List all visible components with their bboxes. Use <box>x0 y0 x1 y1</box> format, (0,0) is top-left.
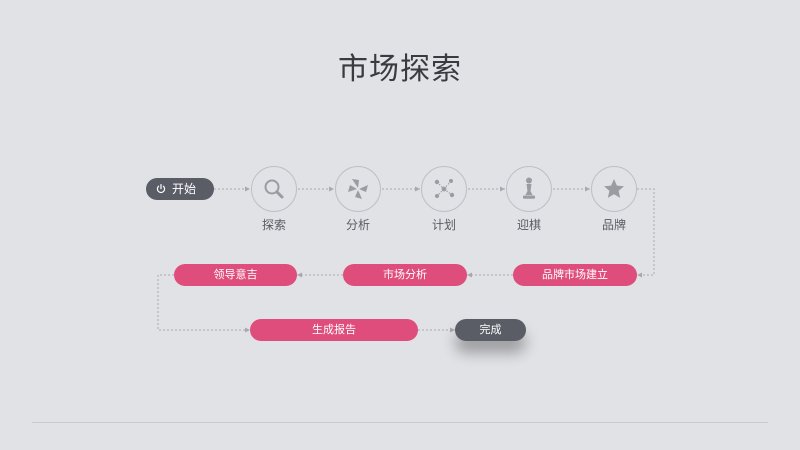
arrow-head <box>297 272 302 278</box>
bottom-divider <box>32 422 768 423</box>
arrow-head <box>637 272 642 278</box>
arrow-head <box>585 186 590 192</box>
arrow-head <box>415 186 420 192</box>
chess-pawn-icon <box>523 177 535 199</box>
finish-pill: 完成 <box>455 319 526 341</box>
arrow-head <box>500 186 505 192</box>
star-icon <box>604 179 624 198</box>
search-icon <box>264 179 284 199</box>
step-explore-label: 探索 <box>261 218 286 232</box>
step-plan-label: 计划 <box>431 218 456 232</box>
arrow-head <box>467 272 472 278</box>
step-chess-label: 迎棋 <box>516 218 541 232</box>
start-label: 开始 <box>172 182 197 196</box>
step-analysis-node <box>335 166 381 212</box>
market-analysis-pill: 市场分析 <box>343 264 467 286</box>
step-analysis-label: 分析 <box>345 218 370 232</box>
report-pill: 生成报告 <box>250 319 418 341</box>
step-brand-node <box>591 166 637 212</box>
start-node: 开始 <box>146 178 214 200</box>
step-explore-node <box>251 166 297 212</box>
power-icon <box>156 184 166 193</box>
page-title: 市场探索 <box>338 52 462 87</box>
step-chess-node <box>506 166 552 212</box>
pinwheel-icon <box>348 179 368 199</box>
arrow-head <box>329 186 334 192</box>
arrow-head <box>245 186 250 192</box>
step-plan-node <box>421 166 467 212</box>
step-brand-label: 品牌 <box>601 218 626 232</box>
brand-build-pill: 品牌市场建立 <box>513 264 637 286</box>
leader-opinion-pill: 领导意吉 <box>174 264 297 286</box>
network-icon <box>434 179 455 198</box>
